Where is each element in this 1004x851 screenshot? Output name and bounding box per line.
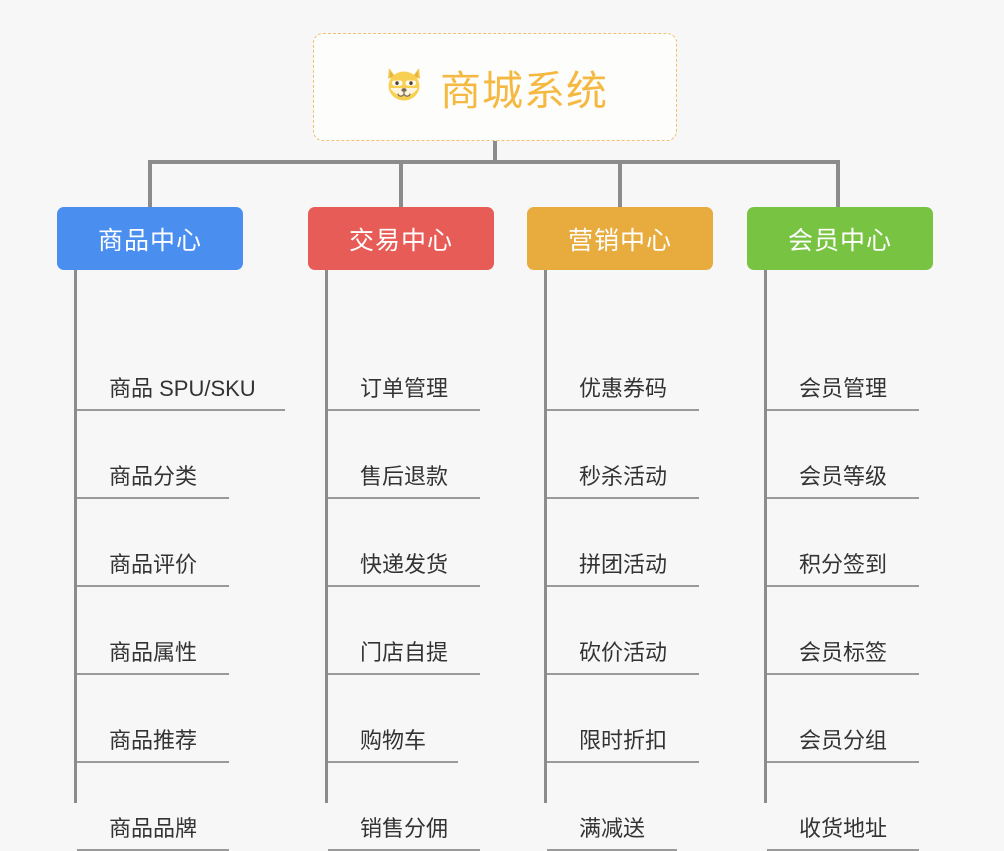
leaf-item[interactable]: 购物车 <box>328 726 458 763</box>
root-title: 商城系统 <box>440 68 608 114</box>
connector-root-stem <box>493 141 497 164</box>
leaf-item[interactable]: 售后退款 <box>328 462 480 499</box>
category-trunk-1: 商品 SPU/SKU 商品分类 商品评价 商品属性 商品推荐 商品品牌 <box>74 270 285 851</box>
category-trunk-2: 订单管理 售后退款 快递发货 门店自提 购物车 销售分佣 <box>325 270 494 851</box>
leaf-item[interactable]: 商品 SPU/SKU <box>77 374 285 411</box>
leaf-item[interactable]: 优惠券码 <box>547 374 699 411</box>
leaf-item[interactable]: 限时折扣 <box>547 726 699 763</box>
leaf-item[interactable]: 快递发货 <box>328 550 480 587</box>
leaf-item[interactable]: 商品评价 <box>77 550 229 587</box>
category-column-4: 会员中心 会员管理 会员等级 积分签到 会员标签 会员分组 收货地址 <box>747 207 933 851</box>
leaf-item[interactable]: 销售分佣 <box>328 814 480 851</box>
leaf-item[interactable]: 商品推荐 <box>77 726 229 763</box>
category-header-2[interactable]: 交易中心 <box>308 207 494 270</box>
leaf-item[interactable]: 砍价活动 <box>547 638 699 675</box>
leaf-item[interactable]: 积分签到 <box>767 550 919 587</box>
category-trunk-4: 会员管理 会员等级 积分签到 会员标签 会员分组 收货地址 <box>764 270 933 851</box>
category-header-4[interactable]: 会员中心 <box>747 207 933 270</box>
leaf-item[interactable]: 拼团活动 <box>547 550 699 587</box>
category-column-2: 交易中心 订单管理 售后退款 快递发货 门店自提 购物车 销售分佣 <box>308 207 494 851</box>
connector-horizontal-bus <box>148 160 840 164</box>
connector-drop-4 <box>836 160 840 209</box>
connector-drop-2 <box>399 160 403 209</box>
leaf-item[interactable]: 商品属性 <box>77 638 229 675</box>
category-trunk-3: 优惠券码 秒杀活动 拼团活动 砍价活动 限时折扣 满减送 <box>544 270 713 851</box>
root-node[interactable]: 商城系统 <box>313 33 677 141</box>
leaf-item[interactable]: 满减送 <box>547 814 677 851</box>
leaf-item[interactable]: 会员等级 <box>767 462 919 499</box>
leaf-item[interactable]: 商品品牌 <box>77 814 229 851</box>
category-column-3: 营销中心 优惠券码 秒杀活动 拼团活动 砍价活动 限时折扣 满减送 <box>527 207 713 851</box>
category-header-1[interactable]: 商品中心 <box>57 207 243 270</box>
leaf-item[interactable]: 秒杀活动 <box>547 462 699 499</box>
leaf-item[interactable]: 会员分组 <box>767 726 919 763</box>
connector-drop-1 <box>148 160 152 209</box>
leaf-item[interactable]: 会员标签 <box>767 638 919 675</box>
leaf-item[interactable]: 会员管理 <box>767 374 919 411</box>
leaf-item[interactable]: 门店自提 <box>328 638 480 675</box>
category-header-3[interactable]: 营销中心 <box>527 207 713 270</box>
leaf-item[interactable]: 订单管理 <box>328 374 480 411</box>
leaf-item[interactable]: 商品分类 <box>77 462 229 499</box>
shiba-dog-icon <box>382 62 426 113</box>
category-column-1: 商品中心 商品 SPU/SKU 商品分类 商品评价 商品属性 商品推荐 商品品牌 <box>57 207 285 851</box>
leaf-item[interactable]: 收货地址 <box>767 814 919 851</box>
connector-drop-3 <box>618 160 622 209</box>
